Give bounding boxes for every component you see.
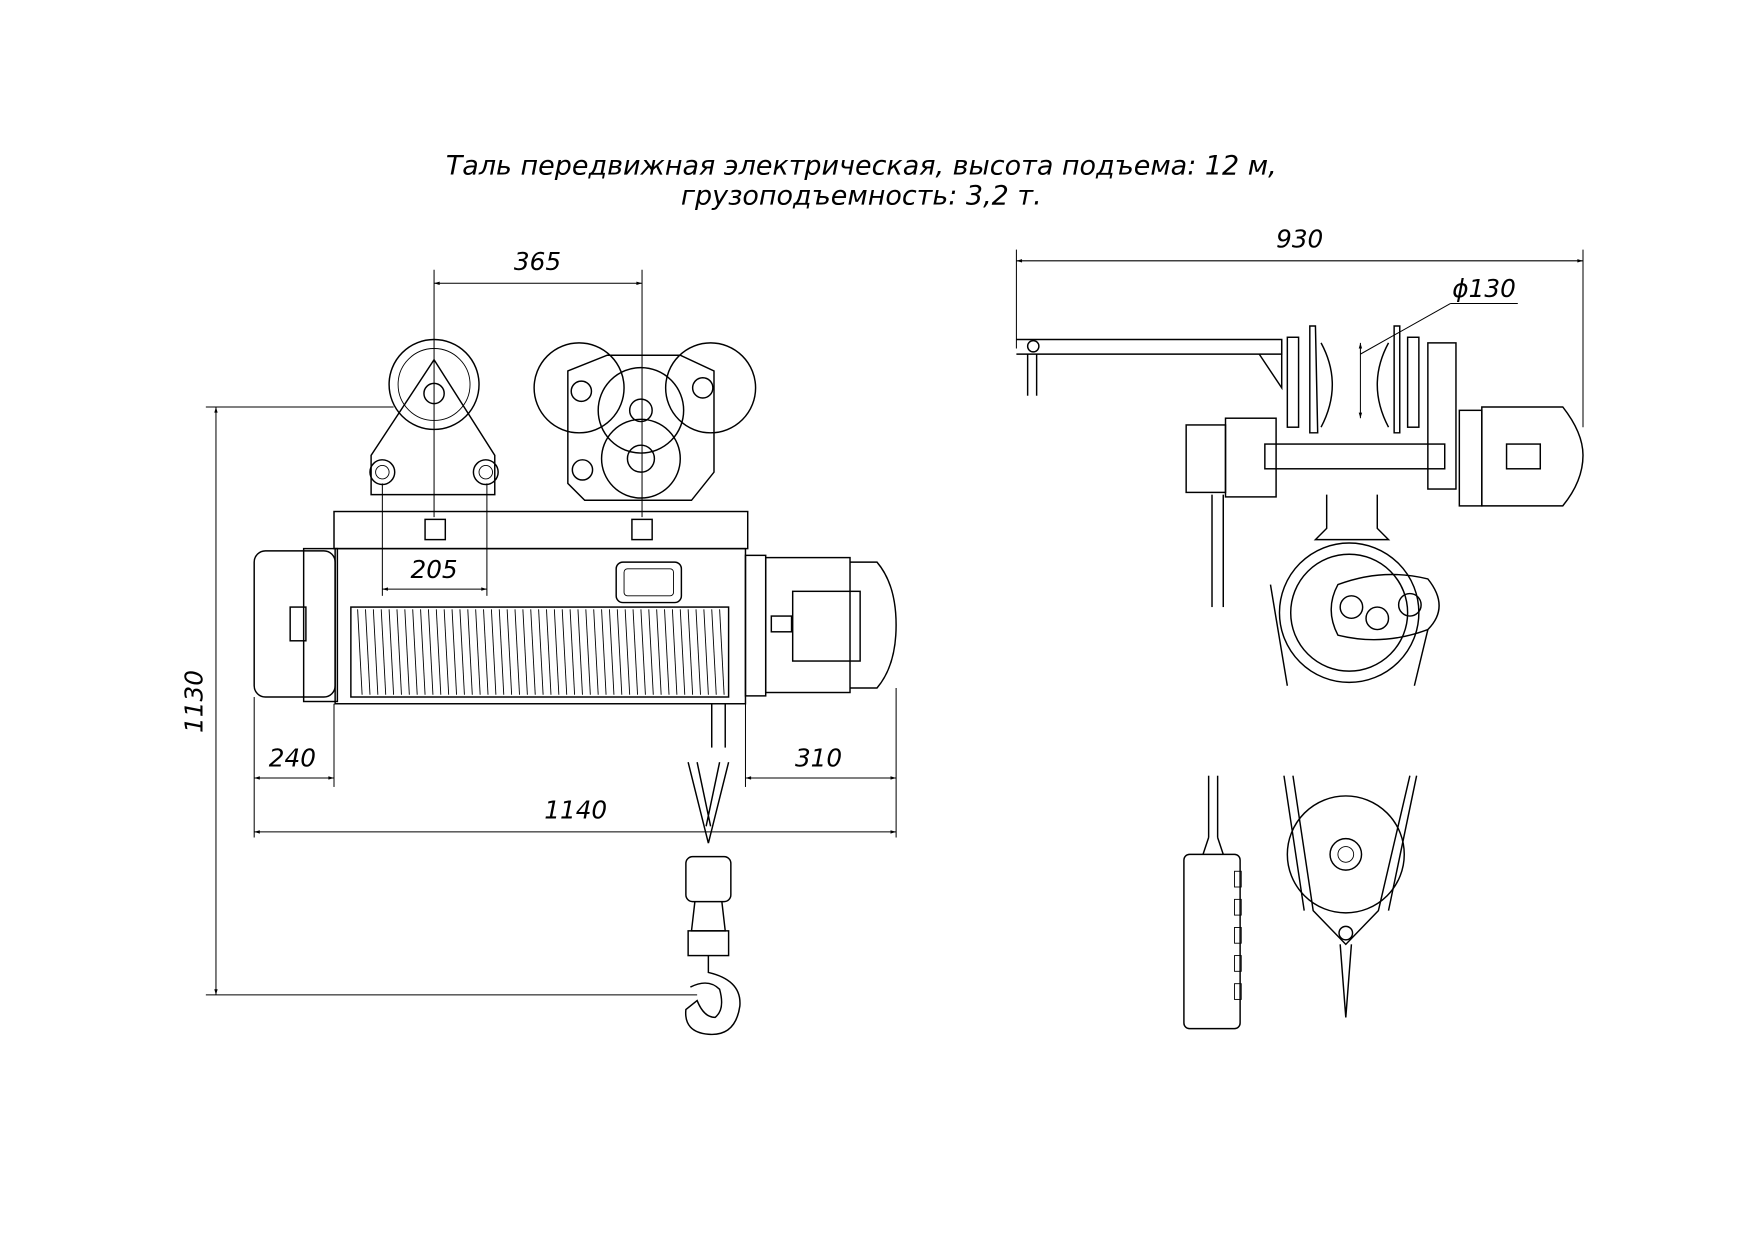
rope-winding: [427, 609, 434, 695]
rope-winding: [703, 609, 709, 695]
rope-winding: [388, 609, 395, 695]
rope-winding: [553, 609, 560, 695]
dim-left-overhang: 240: [269, 744, 316, 773]
rope-winding: [711, 609, 717, 695]
rope-winding: [420, 609, 426, 695]
rope-winding: [538, 609, 544, 695]
rope-winding: [608, 609, 615, 695]
rope-winding: [443, 609, 450, 695]
rope-winding: [459, 609, 465, 695]
dim-wheel-diameter: ϕ130: [1452, 274, 1516, 303]
rope-winding: [656, 609, 662, 695]
rope-winding: [640, 609, 646, 695]
dim-right-overhang: 310: [795, 744, 842, 773]
rope-winding: [616, 609, 623, 695]
rope-winding: [719, 609, 725, 695]
rope-winding: [577, 609, 583, 695]
rope-winding: [435, 609, 442, 695]
rope-winding: [593, 609, 599, 695]
rope-winding: [601, 609, 607, 695]
dim-height: 1130: [179, 670, 208, 733]
dim-wheel-spacing: 365: [514, 247, 561, 276]
rope-winding: [372, 609, 379, 695]
rope-winding: [483, 609, 489, 695]
front-view: 365 205 1130 240 310 1140: [179, 247, 897, 1036]
drawing-title-line2: грузоподъемность: 3,2 т.: [681, 181, 1042, 212]
rope-winding: [451, 609, 457, 695]
rope-winding: [522, 609, 528, 695]
rope-winding: [467, 609, 473, 695]
rope-winding: [404, 609, 410, 695]
rope-winding: [695, 609, 701, 695]
rope-winding: [475, 609, 481, 695]
rope-winding: [412, 609, 418, 695]
rope-winding: [687, 609, 694, 695]
rope-winding: [632, 609, 638, 695]
rope-winding: [396, 609, 402, 695]
rope-winding: [365, 609, 371, 695]
rope-winding: [679, 609, 686, 695]
rope-winding: [506, 609, 513, 695]
rope-winding: [546, 609, 552, 695]
rope-winding: [664, 609, 670, 695]
drawing-title-line1: Таль передвижная электрическая, высота п…: [446, 150, 1277, 181]
rope-winding: [569, 609, 576, 695]
dim-total-length: 1140: [544, 795, 607, 824]
rope-winding: [514, 609, 520, 695]
rope-drum-windings: [357, 609, 725, 695]
rope-winding: [585, 609, 591, 695]
dim-side-width: 930: [1276, 224, 1323, 253]
rope-winding: [357, 609, 363, 695]
rope-winding: [530, 609, 536, 695]
rope-winding: [624, 609, 631, 695]
rope-winding: [380, 609, 387, 695]
rope-winding: [490, 609, 497, 695]
rope-winding: [561, 609, 568, 695]
side-view: 930 ϕ130: [1015, 224, 1584, 1030]
rope-winding: [498, 609, 505, 695]
dim-bolt-spacing: 205: [410, 555, 457, 584]
rope-winding: [671, 609, 678, 695]
rope-winding: [648, 609, 654, 695]
